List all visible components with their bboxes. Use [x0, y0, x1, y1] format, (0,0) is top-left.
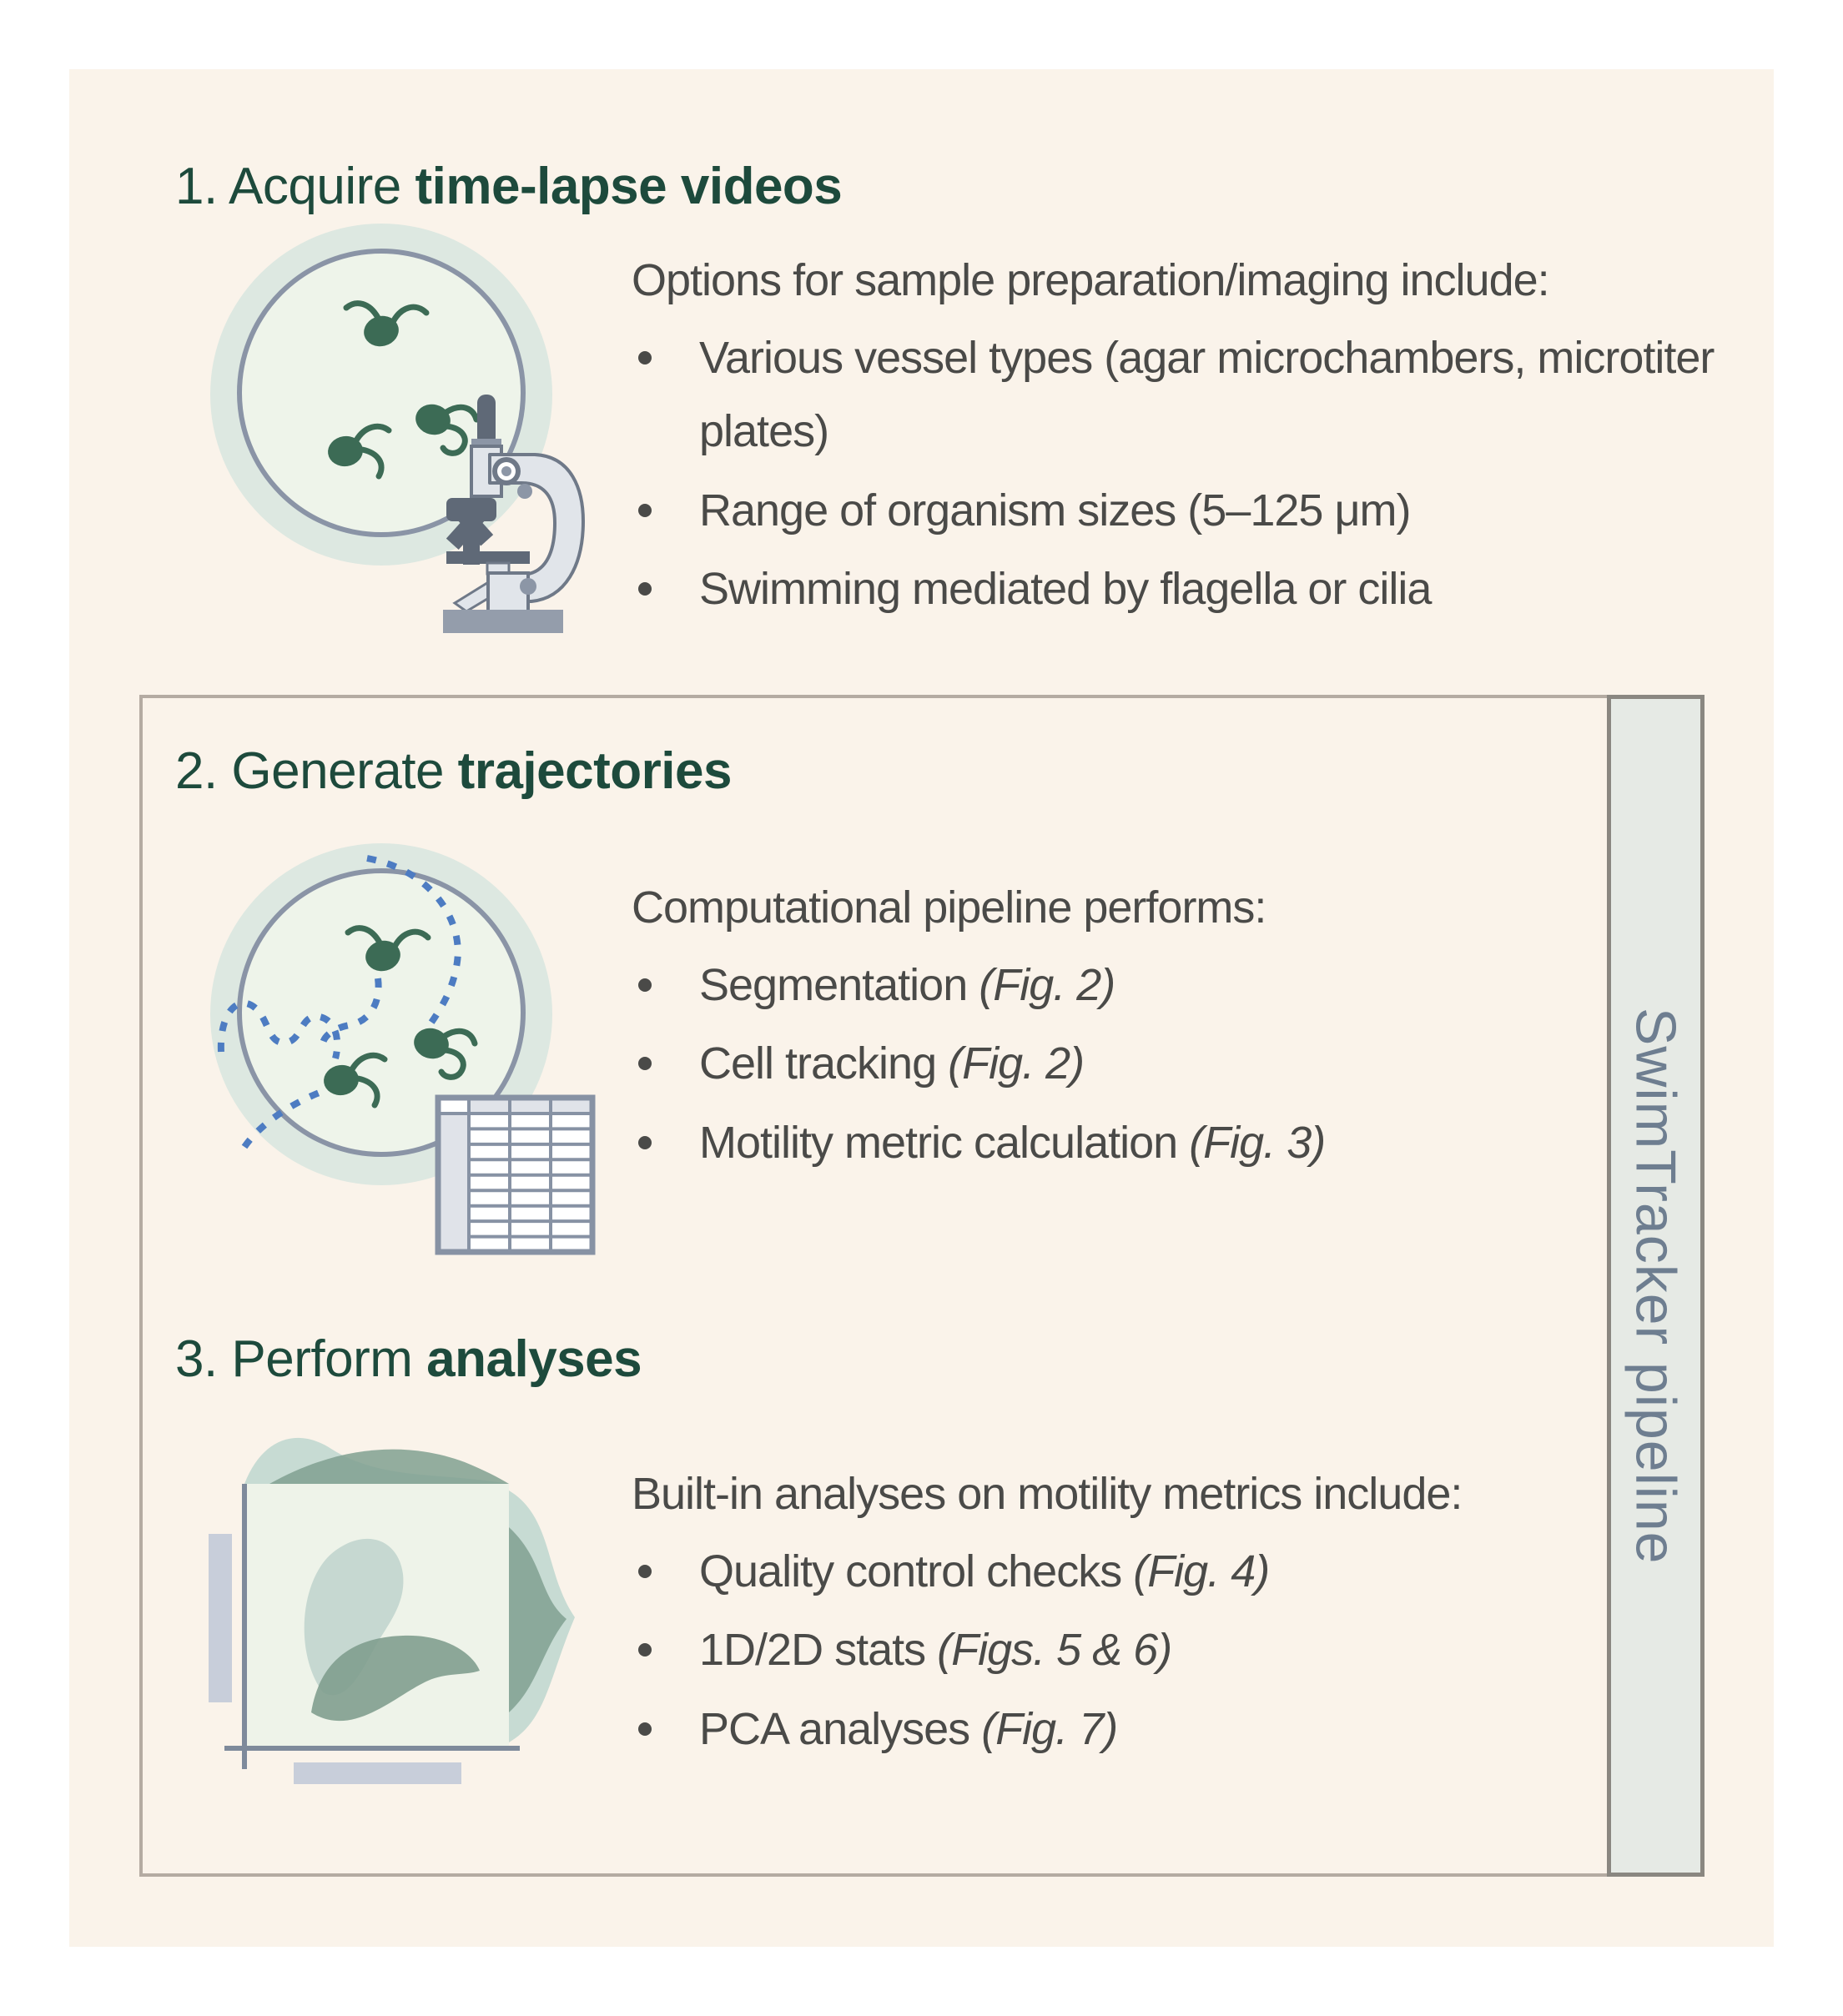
bullet-text: Various vessel types (agar microchambers…	[699, 332, 1715, 457]
bullet-dot-icon	[638, 582, 652, 596]
bullet-text: Motility metric calculation (Fig. 3)	[699, 1117, 1326, 1168]
step-2-title-prefix: 2. Generate	[175, 742, 458, 800]
bullet-text: Quality control checks (Fig. 4)	[699, 1546, 1270, 1596]
step-1-intro: Options for sample preparation/imaging i…	[632, 255, 1550, 305]
bullet-text: Swimming mediated by flagella or cilia	[699, 564, 1432, 615]
step-1-bullet-list: Various vessel types (agar microchambers…	[632, 321, 1716, 626]
microscope-icon	[443, 395, 585, 633]
spreadsheet-icon	[435, 1094, 596, 1255]
fig-reference: (Fig. 2)	[948, 1038, 1085, 1089]
bullet-text: Cell tracking (Fig. 2)	[699, 1038, 1085, 1089]
step-3-bullet-list: Quality control checks (Fig. 4) 1D/2D st…	[632, 1535, 1583, 1767]
pipeline-sidebar: SwimTracker pipeline	[1607, 695, 1705, 1877]
bullet-dot-icon	[638, 350, 652, 364]
step-2-intro: Computational pipeline performs:	[632, 882, 1266, 933]
bullet-text: 1D/2D stats (Figs. 5 & 6)	[699, 1625, 1172, 1676]
bullet-dot-icon	[638, 978, 652, 992]
step-2-title-bold: trajectories	[457, 742, 733, 800]
fig-reference: (Fig. 7)	[981, 1703, 1118, 1754]
axis-label-bars	[209, 1534, 461, 1784]
step-1-text: Options for sample preparation/imaging i…	[632, 244, 1716, 631]
bullet-dot-icon	[638, 503, 652, 517]
bullet-item: PCA analyses (Fig. 7)	[632, 1692, 1583, 1767]
bullet-item: Range of organism sizes (5–125 μm)	[632, 474, 1716, 548]
density-plot-icon	[209, 1437, 575, 1784]
bullet-dot-icon	[638, 1057, 652, 1071]
petri-dish	[210, 224, 552, 566]
fig-reference: (Fig. 3)	[1189, 1117, 1326, 1168]
bullet-dot-icon	[638, 1564, 652, 1578]
step-2-title: 2. Generate trajectories	[175, 742, 732, 801]
bullet-dot-icon	[638, 1135, 652, 1149]
fig-reference: (Fig. 4)	[1133, 1546, 1270, 1596]
trajectory-paths	[217, 855, 461, 1149]
plot-axes	[224, 1484, 520, 1769]
step-2-text: Computational pipeline performs: Segment…	[632, 871, 1583, 1184]
step-2-bullet-list: Segmentation (Fig. 2) Cell tracking (Fig…	[632, 948, 1583, 1180]
microbe-icons	[324, 925, 478, 1109]
step-3-text: Built-in analyses on motility metrics in…	[632, 1457, 1583, 1771]
petri-dish-trajectories-icon	[210, 843, 596, 1255]
density-blobs	[304, 1538, 480, 1722]
step-3-title-prefix: 3. Perform	[175, 1330, 427, 1388]
step-1-title-bold: time-lapse videos	[415, 158, 843, 215]
bullet-dot-icon	[638, 1722, 652, 1736]
step-3-intro: Built-in analyses on motility metrics in…	[632, 1469, 1463, 1519]
step-1-title-prefix: 1. Acquire	[175, 158, 415, 215]
marginal-distributions	[244, 1437, 575, 1742]
step-3-title: 3. Perform analyses	[175, 1330, 642, 1389]
bullet-item: Various vessel types (agar microchambers…	[632, 321, 1716, 469]
step-3-title-bold: analyses	[426, 1330, 642, 1388]
pipeline-sidebar-label: SwimTracker pipeline	[1624, 1007, 1688, 1565]
bullet-item: Segmentation (Fig. 2)	[632, 948, 1583, 1023]
bullet-item: Quality control checks (Fig. 4)	[632, 1535, 1583, 1609]
bullet-item: Cell tracking (Fig. 2)	[632, 1027, 1583, 1101]
figure-panel: 1. Acquire time-lapse videos	[69, 69, 1774, 1947]
swimtracker-pipeline-box: 2. Generate trajectories	[139, 695, 1705, 1877]
fig-reference: (Figs. 5 & 6)	[937, 1625, 1172, 1676]
bullet-item: Swimming mediated by flagella or cilia	[632, 552, 1716, 626]
bullet-item: 1D/2D stats (Figs. 5 & 6)	[632, 1613, 1583, 1687]
bullet-text: Range of organism sizes (5–125 μm)	[699, 485, 1412, 535]
microbe-icons	[328, 300, 480, 480]
bullet-text: Segmentation (Fig. 2)	[699, 959, 1115, 1010]
fig-reference: (Fig. 2)	[979, 959, 1115, 1010]
bullet-dot-icon	[638, 1643, 652, 1657]
petri-dish-microscope-icon	[210, 224, 585, 633]
step-1-title: 1. Acquire time-lapse videos	[175, 157, 843, 216]
bullet-item: Motility metric calculation (Fig. 3)	[632, 1106, 1583, 1180]
bullet-text: PCA analyses (Fig. 7)	[699, 1703, 1118, 1754]
